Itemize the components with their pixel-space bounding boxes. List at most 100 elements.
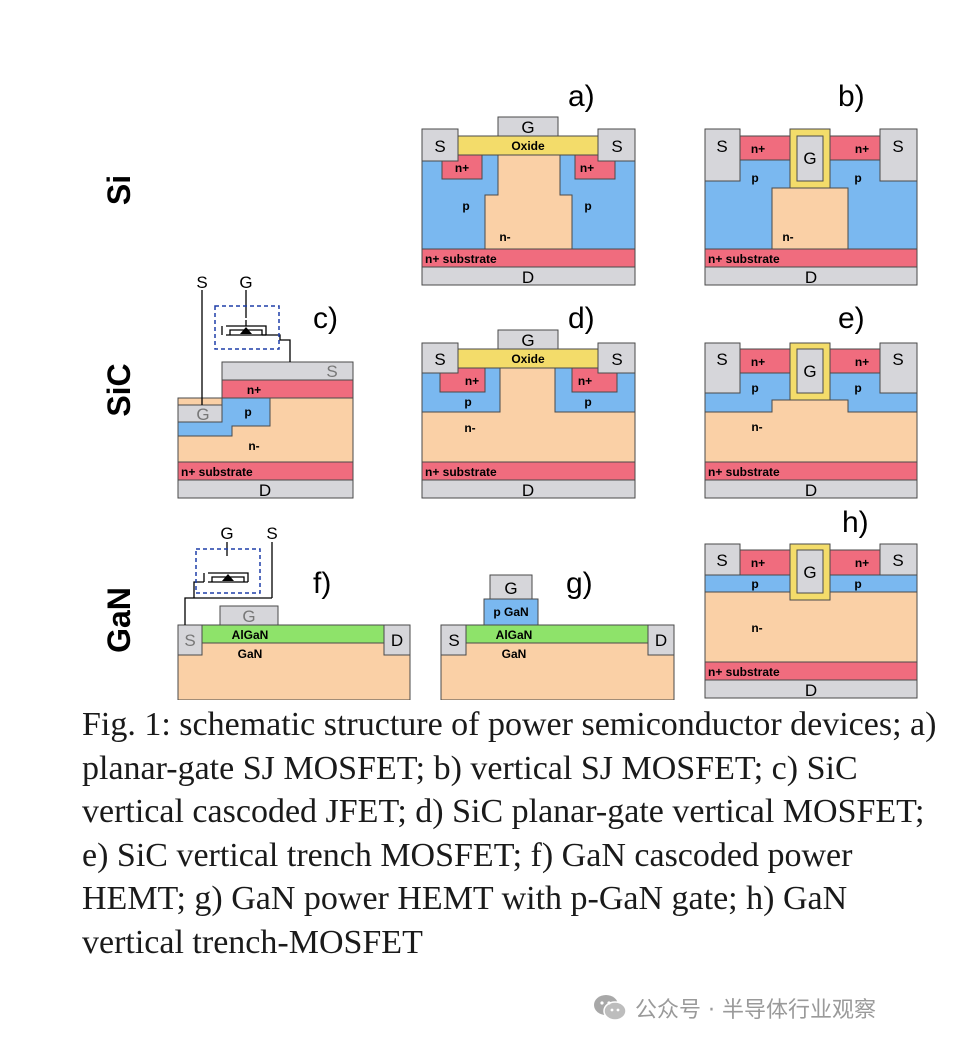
device-structures-figure: Si SiC GaN a) G Oxide S S n+ n+ p p n- n… — [101, 80, 918, 700]
p-label-h-left: p — [751, 577, 758, 591]
p-label-e-left: p — [751, 381, 758, 395]
gate-label-e: G — [803, 362, 816, 381]
algan-label-f: AlGaN — [232, 628, 269, 642]
drain-label-c: D — [259, 481, 271, 500]
source-right-b — [879, 128, 918, 182]
gan-label-f: GaN — [238, 647, 263, 661]
source-g — [440, 624, 467, 656]
source-label-g: S — [448, 631, 459, 650]
watermark-text: 公众号 · 半导体行业观察 — [635, 998, 876, 1023]
source-right-a — [597, 128, 636, 162]
row-label-gan: GaN — [101, 587, 137, 653]
n-minus-label-c: n- — [248, 439, 259, 453]
p-gan-label-g: p GaN — [493, 605, 528, 619]
panel-c: c) S G S G n+ p n- n+ substrate — [177, 273, 354, 500]
p-label-d-right: p — [584, 395, 591, 409]
terminal-s-label-c: S — [196, 273, 207, 292]
trench-gate-b — [796, 135, 824, 182]
n-minus-label-h: n- — [751, 621, 762, 635]
gate-label-h: G — [803, 563, 816, 582]
panel-label-c: c) — [313, 302, 338, 335]
source-label-a-left: S — [434, 137, 445, 156]
gate-label-b: G — [803, 149, 816, 168]
n-plus-label-h-left: n+ — [751, 556, 765, 570]
p-label-c: p — [244, 405, 251, 419]
gate-f — [219, 605, 279, 626]
algan-barrier-g — [465, 624, 649, 644]
panel-label-d: d) — [568, 302, 595, 335]
drain-h — [704, 679, 918, 699]
row-label-sic: SiC — [101, 363, 137, 416]
n-plus-label-e-left: n+ — [751, 355, 765, 369]
drain-c — [177, 479, 354, 499]
source-label-a-right: S — [611, 137, 622, 156]
source-right-e — [879, 342, 918, 394]
panel-f: f) G S G S D AlGaN GaN — [177, 524, 411, 700]
panel-label-h: h) — [842, 506, 869, 539]
panel-b: b) G S S n+ n+ p p n- n+ substrate D — [704, 80, 918, 287]
gan-buffer-f — [177, 642, 411, 700]
source-label-b-right: S — [892, 137, 903, 156]
source-left-d — [421, 342, 459, 374]
drain-a — [421, 266, 636, 286]
n-plus-label-b-left: n+ — [751, 142, 765, 156]
source-label-h-right: S — [892, 551, 903, 570]
substrate-label-h: n+ substrate — [708, 665, 780, 679]
n-plus-label-c: n+ — [247, 383, 261, 397]
trench-gate-h — [796, 549, 824, 594]
n-minus-label-b: n- — [782, 230, 793, 244]
substrate-label-e: n+ substrate — [708, 465, 780, 479]
gan-buffer-g — [440, 642, 675, 700]
drain-e — [704, 479, 918, 499]
drain-label-g: D — [655, 631, 667, 650]
substrate-label-c: n+ substrate — [181, 465, 253, 479]
drain-b — [704, 266, 918, 286]
n-minus-label-a: n- — [499, 230, 510, 244]
panel-label-b: b) — [838, 80, 865, 113]
p-gan-g — [483, 598, 539, 626]
terminal-g-label-c: G — [239, 273, 252, 292]
source-left-b — [704, 128, 741, 182]
row-label-si: Si — [101, 175, 137, 205]
wechat-icon — [594, 995, 627, 1021]
gate-label-g: G — [504, 579, 517, 598]
source-label-h-left: S — [716, 551, 727, 570]
source-label-b-left: S — [716, 137, 727, 156]
gate-c — [177, 404, 223, 423]
panel-label-a: a) — [568, 80, 595, 113]
p-label-a-left: p — [462, 199, 469, 213]
p-label-b-left: p — [751, 171, 758, 185]
gan-label-g: GaN — [502, 647, 527, 661]
gate-label-a: G — [521, 118, 534, 137]
cascode-mosfet-box-f — [195, 548, 261, 594]
drain-g — [647, 624, 675, 656]
source-label-e-left: S — [716, 350, 727, 369]
panel-label-e: e) — [838, 302, 865, 335]
trench-gate-e — [796, 348, 824, 394]
panel-h: h) G S S n+ n+ p p n- n+ substrate D — [704, 506, 918, 700]
drain-label-f: D — [391, 631, 403, 650]
terminal-g-label-f: G — [220, 524, 233, 543]
drain-label-b: D — [805, 268, 817, 287]
wechat-watermark: 公众号 · 半导体行业观察 — [593, 990, 876, 1026]
n-plus-label-b-right: n+ — [855, 142, 869, 156]
drain-d — [421, 479, 636, 499]
n-minus-drift-h — [704, 591, 918, 663]
p-label-h-right: p — [854, 577, 861, 591]
panel-d: d) G Oxide S S n+ n+ p p n- n+ substrate… — [421, 302, 636, 500]
drain-label-h: D — [805, 681, 817, 700]
algan-label-g: AlGaN — [496, 628, 533, 642]
gate-label-c: G — [196, 405, 209, 424]
gate-label-d: G — [521, 331, 534, 350]
oxide-label-a: Oxide — [511, 139, 545, 153]
source-left-e — [704, 342, 741, 394]
n-plus-c — [221, 379, 354, 399]
n-plus-label-h-right: n+ — [855, 556, 869, 570]
source-left-h — [704, 543, 741, 576]
drain-label-d: D — [522, 481, 534, 500]
drain-label-a: D — [522, 268, 534, 287]
source-label-e-right: S — [892, 350, 903, 369]
p-label-d-left: p — [464, 395, 471, 409]
p-label-a-right: p — [584, 199, 591, 213]
n-minus-label-e: n- — [751, 420, 762, 434]
